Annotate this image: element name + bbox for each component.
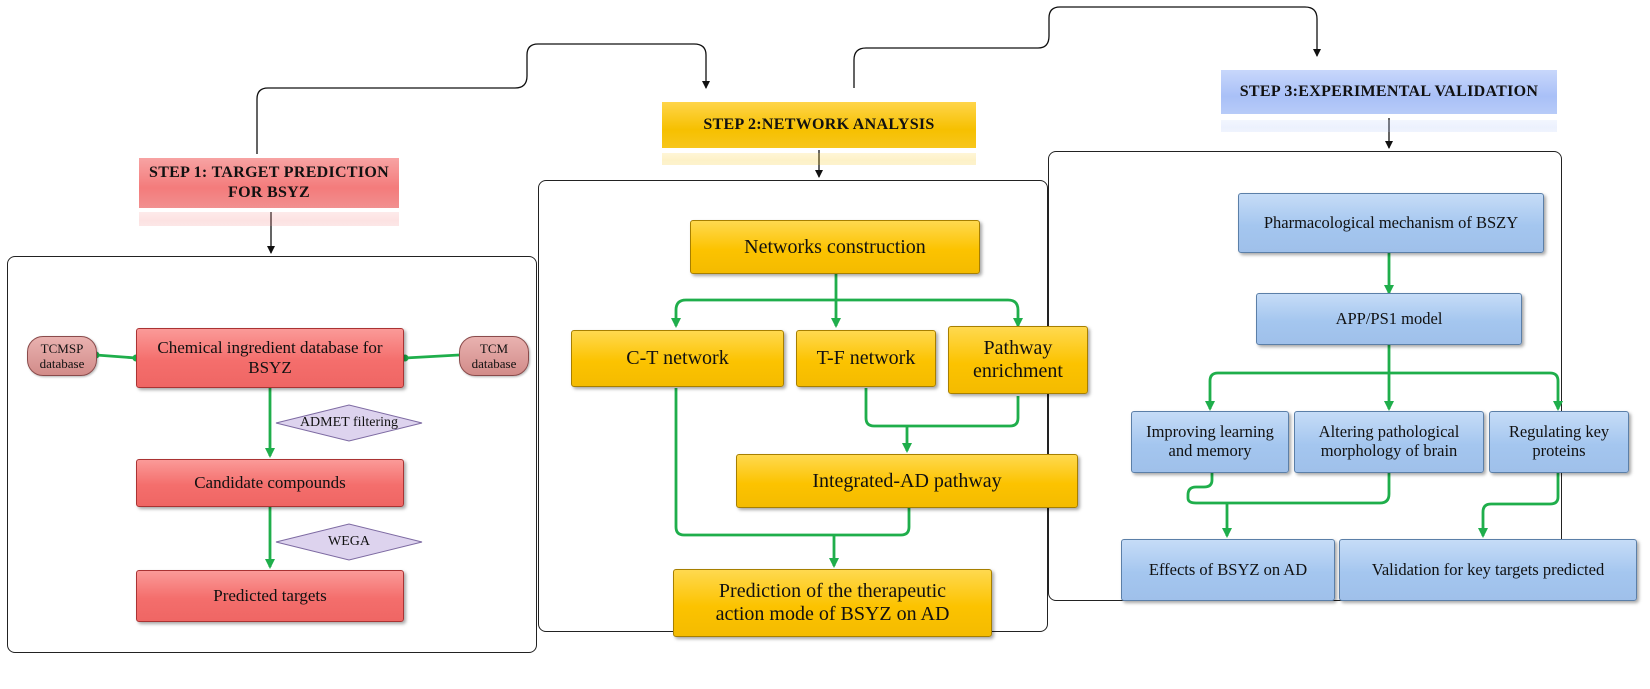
pathological-morphology-line2: morphology of brain: [1320, 441, 1458, 460]
step1-header-line1: STEP 1: TARGET PREDICTION: [149, 164, 389, 181]
key-proteins-line2: proteins: [1532, 441, 1586, 460]
integrated-ad-pathway-box: Integrated-AD pathway: [736, 454, 1078, 508]
step2-header-reflection: [662, 153, 976, 165]
pathway-enrichment-box: Pathway enrichment: [948, 326, 1088, 394]
validation-key-targets-label: Validation for key targets predicted: [1371, 559, 1605, 579]
chemical-ingredient-database-box: Chemical ingredient database for BSYZ: [136, 328, 404, 388]
tcm-database-node: TCM database: [459, 336, 529, 376]
step1-header: STEP 1: TARGET PREDICTION FOR BSYZ: [139, 158, 399, 208]
pharmacological-mechanism-label: Pharmacological mechanism of BSZY: [1263, 212, 1519, 232]
effects-on-ad-box: Effects of BSYZ on AD: [1121, 539, 1335, 601]
key-proteins-line1: Regulating key: [1508, 422, 1610, 442]
pathological-morphology-box: Altering pathological morphology of brai…: [1294, 411, 1484, 473]
prediction-line2: action mode of BSYZ on AD: [715, 603, 950, 625]
tcm-label-line2: database: [471, 356, 517, 371]
predicted-targets-label: Predicted targets: [213, 586, 327, 606]
admet-filtering-diamond: ADMET filtering: [274, 403, 424, 443]
effects-on-ad-label: Effects of BSYZ on AD: [1148, 559, 1308, 579]
tf-network-label: T-F network: [816, 347, 916, 369]
tcmsp-label-line1: TCMSP: [40, 341, 84, 356]
validation-key-targets-box: Validation for key targets predicted: [1339, 539, 1637, 601]
app-ps1-model-label: APP/PS1 model: [1335, 308, 1443, 328]
pathway-enrichment-line2: enrichment: [973, 360, 1063, 382]
step1-header-line2: FOR BSYZ: [228, 184, 310, 201]
predicted-targets-box: Predicted targets: [136, 570, 404, 622]
prediction-box: Prediction of the therapeutic action mod…: [673, 569, 992, 637]
pharmacological-mechanism-box: Pharmacological mechanism of BSZY: [1238, 193, 1544, 253]
pathological-morphology-line1: Altering pathological: [1318, 422, 1460, 442]
networks-construction-box: Networks construction: [690, 220, 980, 274]
ct-network-label: C-T network: [626, 347, 729, 369]
tcmsp-label-line2: database: [39, 356, 85, 371]
learning-memory-line2: and memory: [1168, 441, 1252, 460]
step3-header-label: STEP 3:EXPERIMENTAL VALIDATION: [1239, 83, 1539, 100]
learning-memory-box: Improving learning and memory: [1131, 411, 1289, 473]
integrated-ad-pathway-label: Integrated-AD pathway: [812, 469, 1002, 492]
wega-diamond: WEGA: [274, 522, 424, 562]
candidate-compounds-box: Candidate compounds: [136, 459, 404, 507]
networks-construction-label: Networks construction: [744, 235, 926, 258]
ct-network-box: C-T network: [571, 330, 784, 387]
app-ps1-model-box: APP/PS1 model: [1256, 293, 1522, 345]
key-proteins-box: Regulating key proteins: [1489, 411, 1629, 473]
tf-network-box: T-F network: [796, 330, 936, 387]
admet-filtering-label: ADMET filtering: [299, 415, 399, 430]
tcmsp-database-node: TCMSP database: [27, 336, 97, 376]
pathway-enrichment-line1: Pathway: [983, 337, 1053, 359]
step2-header-label: STEP 2:NETWORK ANALYSIS: [703, 116, 935, 133]
arrow-step1-to-step2: [256, 43, 710, 154]
step3-header-reflection: [1221, 120, 1557, 132]
learning-memory-line1: Improving learning: [1146, 422, 1274, 442]
step3-header: STEP 3:EXPERIMENTAL VALIDATION: [1221, 70, 1557, 114]
prediction-line1: Prediction of the therapeutic: [718, 580, 947, 602]
wega-label: WEGA: [328, 534, 370, 549]
tcm-label-line1: TCM: [479, 341, 509, 356]
candidate-compounds-label: Candidate compounds: [194, 473, 346, 493]
step2-header: STEP 2:NETWORK ANALYSIS: [662, 102, 976, 148]
step1-header-reflection: [139, 212, 399, 226]
chemical-db-line1: Chemical ingredient database for: [157, 338, 383, 358]
chemical-db-line2: BSYZ: [248, 358, 292, 377]
